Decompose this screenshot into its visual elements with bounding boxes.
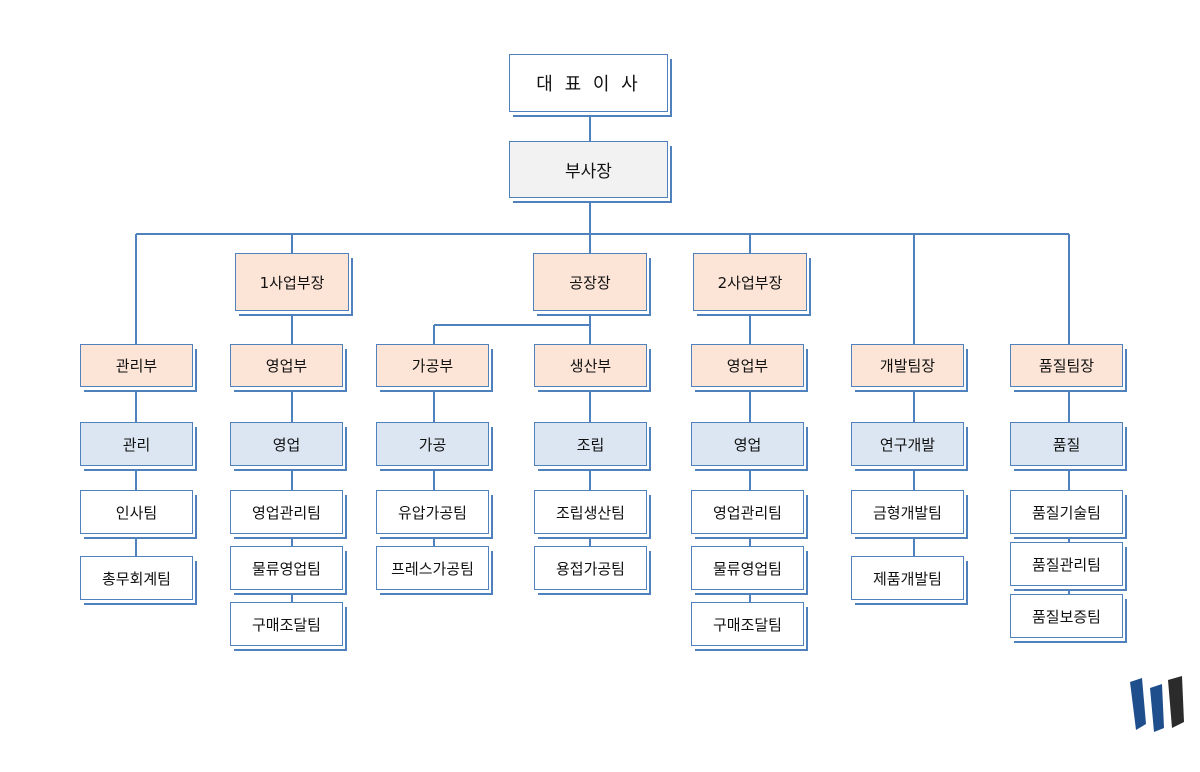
sales1-function-box: 영업 xyxy=(230,422,343,466)
production-dept-box: 생산부 xyxy=(534,344,647,387)
admin-function-box: 관리 xyxy=(80,422,193,466)
team-box: 영업관리팀 xyxy=(691,490,804,534)
sales2-dept-box: 영업부 xyxy=(691,344,804,387)
div1-head-box: 1사업부장 xyxy=(235,253,349,311)
team-box: 유압가공팀 xyxy=(376,490,489,534)
team-box: 물류영업팀 xyxy=(230,546,343,590)
div2-head-box: 2사업부장 xyxy=(693,253,807,311)
rnd-function-box: 연구개발 xyxy=(851,422,964,466)
team-box: 품질관리팀 xyxy=(1010,542,1123,586)
team-box: 품질보증팀 xyxy=(1010,594,1123,638)
assembly-function-box: 조립 xyxy=(534,422,647,466)
team-box: 금형개발팀 xyxy=(851,490,964,534)
team-box: 영업관리팀 xyxy=(230,490,343,534)
team-box: 총무회계팀 xyxy=(80,556,193,600)
sales1-dept-box: 영업부 xyxy=(230,344,343,387)
sales2-function-box: 영업 xyxy=(691,422,804,466)
team-box: 프레스가공팀 xyxy=(376,546,489,590)
team-box: 용접가공팀 xyxy=(534,546,647,590)
processing-dept-box: 가공부 xyxy=(376,344,489,387)
quality-function-box: 품질 xyxy=(1010,422,1123,466)
admin-dept-box: 관리부 xyxy=(80,344,193,387)
team-box: 인사팀 xyxy=(80,490,193,534)
factory-head-box: 공장장 xyxy=(533,253,647,311)
team-box: 조립생산팀 xyxy=(534,490,647,534)
team-box: 품질기술팀 xyxy=(1010,490,1123,534)
quality-lead-box: 품질팀장 xyxy=(1010,344,1123,387)
dev-lead-box: 개발팀장 xyxy=(851,344,964,387)
team-box: 물류영업팀 xyxy=(691,546,804,590)
company-logo-icon xyxy=(1130,676,1184,732)
vice-president-box: 부사장 xyxy=(509,141,668,198)
processing-function-box: 가공 xyxy=(376,422,489,466)
team-box: 구매조달팀 xyxy=(230,602,343,646)
ceo-box: 대 표 이 사 xyxy=(509,54,668,112)
team-box: 제품개발팀 xyxy=(851,556,964,600)
team-box: 구매조달팀 xyxy=(691,602,804,646)
